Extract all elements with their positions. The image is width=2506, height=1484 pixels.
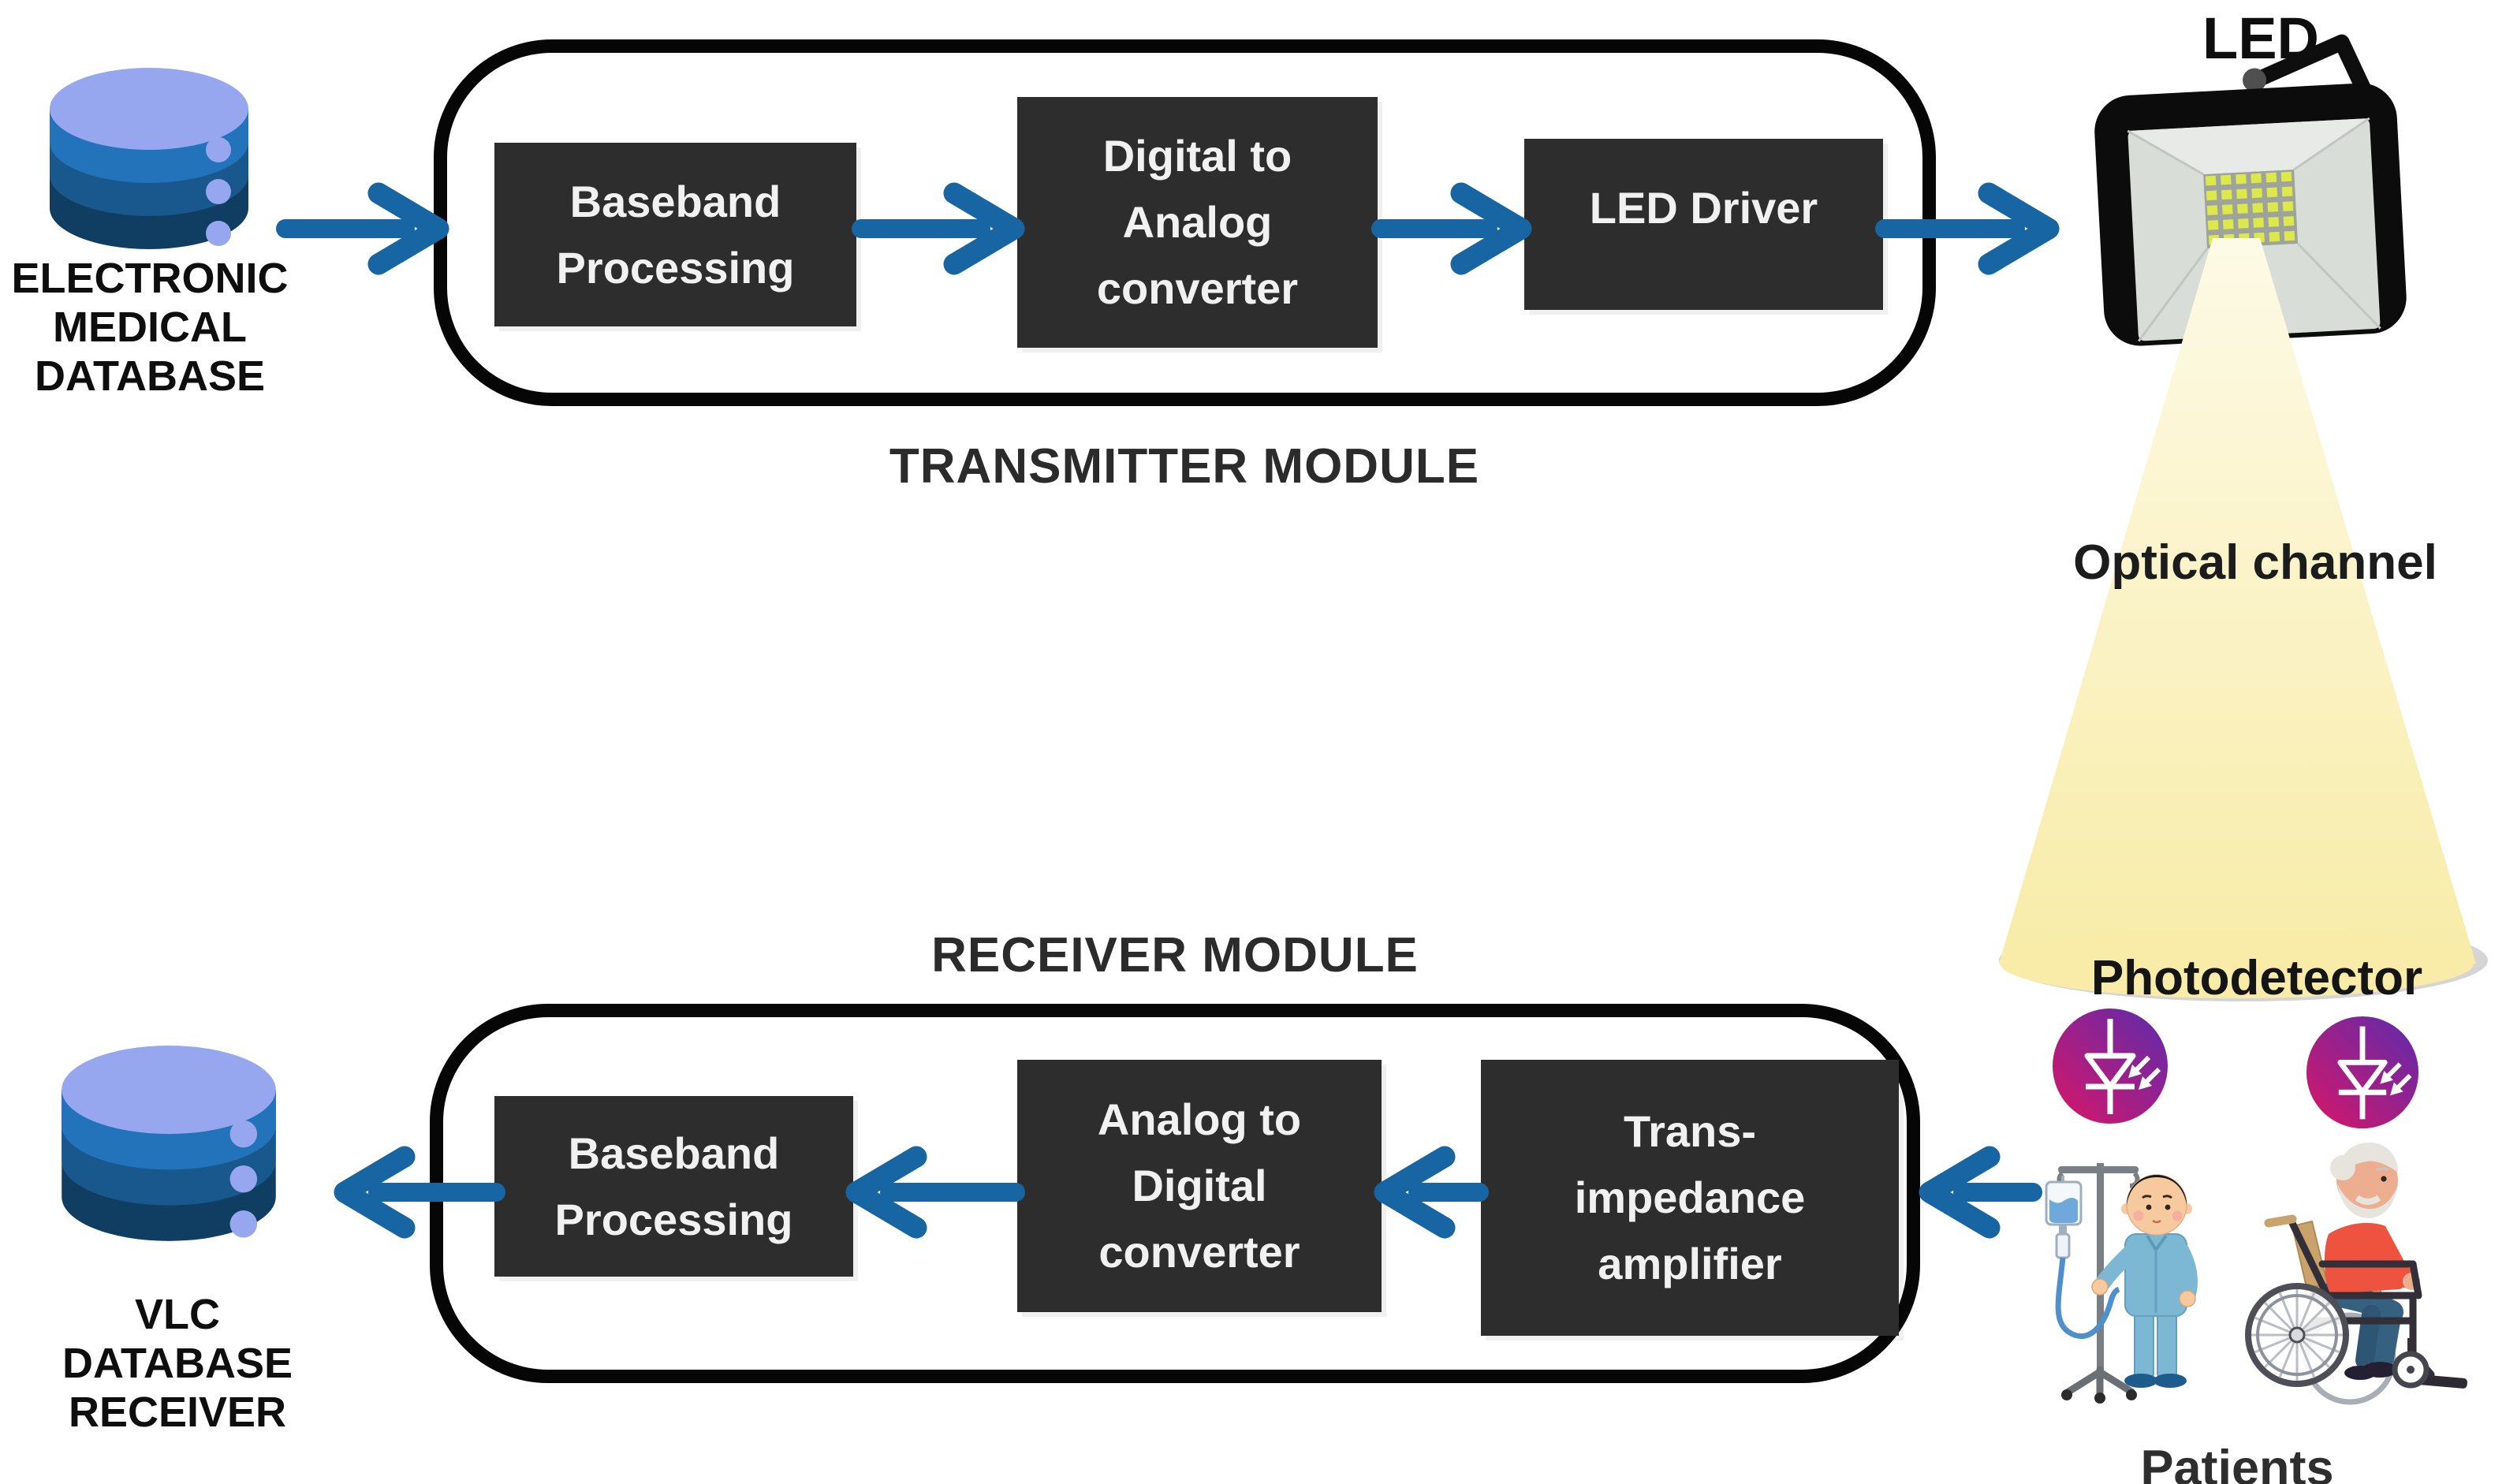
label-line: ELECTRONIC — [11, 255, 289, 302]
mounting-bracket — [2243, 34, 2377, 107]
light-beam — [1999, 238, 2476, 964]
arrow-icon — [276, 182, 449, 275]
receiver-module-title: RECEIVER MODULE — [931, 928, 1419, 982]
block-label: Analog — [1122, 197, 1273, 247]
optical-channel-label: Optical channel — [2073, 535, 2437, 590]
block-label: Baseband — [568, 1128, 780, 1178]
block-label: Digital — [1132, 1161, 1267, 1210]
iv-drip-icon — [2045, 1163, 2140, 1404]
block-label: converter — [1096, 263, 1299, 313]
receiver-module-outline — [430, 1004, 1920, 1383]
arrow-icon — [1371, 182, 1532, 275]
arrow-icon — [1875, 182, 2060, 275]
block-digital-to-analog: Digital to Analog converter — [1017, 97, 1378, 348]
block-label: Baseband — [569, 176, 781, 226]
block-led-driver: LED Driver — [1524, 139, 1883, 310]
transmitter-module-title: TRANSMITTER MODULE — [889, 439, 1480, 494]
block-label: converter — [1098, 1227, 1300, 1277]
block-label: Processing — [556, 242, 795, 293]
led-label: LED — [2202, 6, 2319, 71]
database-icon — [62, 1046, 276, 1241]
patients-label: Patients — [2140, 1441, 2334, 1484]
label-line: MEDICAL — [53, 304, 247, 351]
block-label: LED Driver — [1589, 183, 1818, 233]
photodiode-icon — [2053, 1009, 2168, 1124]
led-chip-grid — [2203, 170, 2298, 248]
arrow-icon — [1374, 1146, 1489, 1239]
database-icon — [50, 68, 248, 249]
label-line: DATABASE — [62, 1340, 293, 1387]
reflector-edges — [2127, 117, 2381, 342]
reflector-top — [2127, 117, 2370, 175]
patients-scene — [2045, 1143, 2467, 1405]
block-label: impedance — [1574, 1173, 1806, 1222]
label-line: DATABASE — [35, 352, 265, 400]
arrow-icon — [1919, 1146, 2042, 1239]
label-line: VLC — [135, 1291, 220, 1338]
block-baseband-processing-rx: Baseband Processing — [494, 1096, 853, 1277]
block-analog-to-digital: Analog to Digital converter — [1017, 1060, 1382, 1312]
arrow-icon — [334, 1146, 505, 1239]
arrow-icon — [852, 182, 1025, 275]
block-label: Digital to — [1102, 131, 1292, 181]
block-label: amplifier — [1598, 1239, 1782, 1288]
block-label: Processing — [554, 1194, 793, 1244]
source-database-label: ELECTRONIC MEDICAL DATABASE — [0, 254, 300, 401]
block-label: Analog to — [1097, 1094, 1302, 1144]
patient-standing-icon — [2091, 1174, 2198, 1388]
receiver-database-label: VLC DATABASE RECEIVER — [28, 1290, 327, 1437]
block-label: Trans- — [1623, 1106, 1757, 1156]
light-pool — [2001, 929, 2474, 998]
photodiode-icon — [2306, 1016, 2419, 1129]
arrow-icon — [845, 1146, 1025, 1239]
patient-wheelchair-icon — [2245, 1143, 2467, 1405]
label-line: RECEIVER — [68, 1389, 287, 1436]
photodetector-label: Photodetector — [2090, 951, 2423, 1005]
block-baseband-processing-tx: Baseband Processing — [494, 143, 856, 326]
block-transimpedance-amplifier: Trans- impedance amplifier — [1481, 1060, 1899, 1336]
led-floodlight-icon — [2094, 34, 2407, 346]
